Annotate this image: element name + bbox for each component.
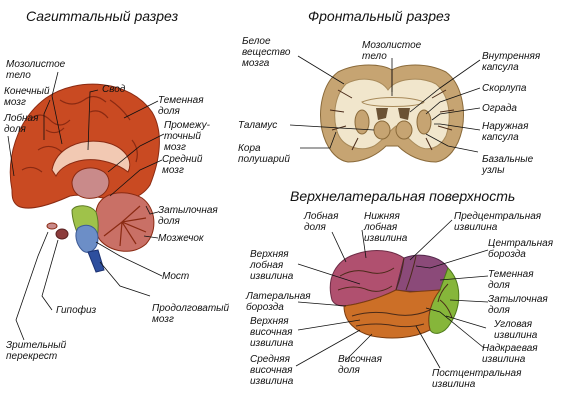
- label-lateral-occipital-lobe: Затылочная доля: [488, 294, 548, 316]
- coronal-title: Фронтальный разрез: [308, 8, 451, 24]
- label-coronal-internal-capsule: Внутренняя капсула: [482, 51, 541, 73]
- sagittal-brain: [9, 83, 160, 273]
- label-sagittal-midbrain: Средний мозг: [162, 154, 203, 176]
- label-lateral-middle-temporal-gyrus: Средняя височная извилина: [250, 354, 294, 387]
- coronal-brain: [320, 64, 464, 163]
- coronal-corpus-callosum: [361, 97, 425, 107]
- label-sagittal-optic-chiasm: Зрительный перекрест: [6, 340, 67, 362]
- coronal-putamen-left: [354, 109, 370, 135]
- label-coronal-thalamus: Таламус: [238, 120, 278, 131]
- label-coronal-cortex: Кора полушарий: [238, 143, 290, 165]
- cerebellum-folia: [103, 205, 147, 247]
- sagittal-pituitary: [55, 228, 69, 240]
- sagittal-medulla: [87, 249, 105, 273]
- label-sagittal-pituitary: Гипофиз: [56, 305, 97, 316]
- label-lateral-postcentral-gyrus: Постцентральная извилина: [432, 368, 522, 390]
- label-lateral-parietal-lobe: Теменная доля: [488, 269, 534, 291]
- coronal-ventricle-left: [376, 108, 388, 120]
- label-coronal-white-matter: Белое вещество мозга: [242, 36, 291, 69]
- label-sagittal-fornix: Свод: [102, 84, 126, 95]
- label-sagittal-diencephalon: Промежу- точный мозг: [164, 120, 210, 153]
- label-lateral-central-sulcus: Центральная борозда: [488, 238, 554, 260]
- label-lateral-supramarginal-gyrus: Надкраевая извилина: [482, 343, 538, 365]
- coronal-ventricle-right: [398, 108, 410, 120]
- coronal-putamen-right: [416, 109, 432, 135]
- lateral-brain: [329, 250, 460, 339]
- label-lateral-superior-temporal-gyrus: Верхняя височная извилина: [250, 316, 294, 349]
- label-sagittal-cerebellum: Мозжечок: [158, 233, 204, 244]
- label-coronal-claustrum: Ограда: [482, 103, 517, 114]
- coronal-thalamus-left: [373, 120, 391, 140]
- label-sagittal-frontal-lobe: Лобная доля: [4, 113, 39, 135]
- label-lateral-angular-gyrus: Угловая извилина: [494, 319, 538, 341]
- label-coronal-basal-nuclei: Базальные узлы: [482, 154, 534, 176]
- label-coronal-putamen: Скорлупа: [482, 83, 527, 94]
- label-lateral-frontal-lobe: Лобная доля: [304, 211, 339, 233]
- label-lateral-superior-frontal-gyrus: Верхняя лобная извилина: [250, 249, 294, 282]
- sagittal-pons: [75, 224, 99, 253]
- label-coronal-corpus-callosum: Мозолистое тело: [362, 40, 422, 62]
- label-lateral-inferior-frontal-gyrus: Нижняя лобная извилина: [364, 211, 408, 244]
- label-sagittal-pons: Мост: [162, 271, 190, 282]
- label-lateral-temporal-lobe: Височная доля: [338, 354, 382, 376]
- label-sagittal-telencephalon: Конечный мозг: [4, 86, 50, 108]
- label-sagittal-occipital-lobe: Затылочная доля: [158, 205, 218, 227]
- label-sagittal-medulla: Продолговатый мозг: [152, 303, 230, 325]
- label-lateral-precentral-gyrus: Предцентральная извилина: [454, 211, 542, 233]
- lateral-gyri: [337, 255, 453, 328]
- label-lateral-lateral-sulcus: Латеральная борозда: [246, 291, 311, 313]
- label-sagittal-corpus-callosum: Мозолистое тело: [6, 59, 66, 81]
- coronal-thalamus-right: [395, 120, 413, 140]
- sagittal-title: Сагиттальный разрез: [26, 8, 179, 24]
- leader-lines: [7, 55, 489, 369]
- sagittal-corpus-callosum: [51, 140, 131, 177]
- sagittal-optic-chiasm: [46, 222, 58, 230]
- label-sagittal-parietal-lobe: Теменная доля: [158, 95, 204, 117]
- lateral-title: Верхнелатеральная поверхность: [290, 188, 516, 204]
- label-coronal-external-capsule: Наружная капсула: [482, 121, 529, 143]
- sagittal-thalamus: [71, 167, 110, 199]
